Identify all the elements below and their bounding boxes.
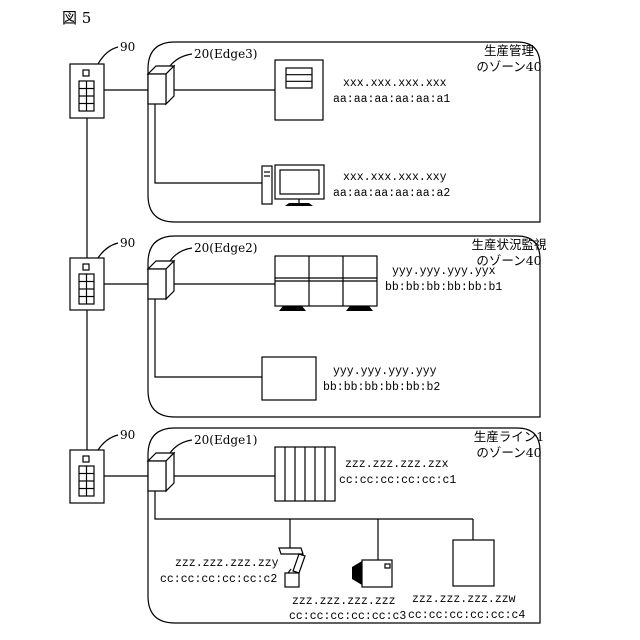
zone-production-management: 生産管理 のゾーン40 90 20(Edge3)	[70, 40, 542, 222]
switch-label: 90	[120, 40, 135, 54]
ip-address: zzz.zzz.zzz.zzx	[345, 458, 449, 471]
edge-device	[148, 261, 174, 299]
zone-production-line-1: 生産ライン1 のゾーン40 90 20(Edge1)	[70, 428, 544, 623]
switch-led	[83, 456, 89, 462]
ip-address: zzz.zzz.zzz.zzy	[175, 557, 279, 570]
switch-device	[70, 450, 104, 503]
switch-label: 90	[120, 428, 135, 442]
mac-address: cc:cc:cc:cc:cc:c2	[160, 573, 277, 586]
label-leader	[170, 248, 192, 261]
switch-device	[70, 64, 104, 118]
zone-name: 生産状況監視	[471, 237, 547, 252]
ip-address: zzz.zzz.zzz.zzz	[292, 595, 396, 608]
edge-device	[148, 453, 174, 491]
ip-address: yyy.yyy.yyy.yyx	[392, 265, 496, 278]
edge-label: 20(Edge2)	[194, 241, 258, 255]
ip-address: yyy.yyy.yyy.yyy	[333, 365, 437, 378]
mac-address: cc:cc:cc:cc:cc:c4	[408, 609, 525, 622]
edge-label: 20(Edge1)	[194, 433, 258, 447]
zone-name: 生産管理	[484, 43, 535, 58]
device-box-icon	[453, 540, 494, 586]
edge-label: 20(Edge3)	[194, 47, 258, 61]
figure-label: 図 5	[62, 9, 91, 27]
mac-address: aa:aa:aa:aa:aa:a1	[333, 93, 450, 106]
desktop-pc-icon	[262, 165, 324, 206]
label-leader	[98, 435, 118, 450]
zone-name-suffix: のゾーン40	[476, 445, 541, 460]
ip-address: xxx.xxx.xxx.xxy	[343, 171, 447, 184]
label-leader	[98, 243, 118, 258]
mac-address: aa:aa:aa:aa:aa:a2	[333, 187, 450, 200]
monitor-wall-icon	[275, 256, 377, 311]
mac-address: cc:cc:cc:cc:cc:c1	[339, 474, 456, 487]
ip-address: xxx.xxx.xxx.xxx	[343, 77, 447, 90]
label-leader	[98, 47, 118, 64]
robot-arm-icon	[279, 548, 305, 587]
label-leader	[170, 440, 192, 453]
mac-address: bb:bb:bb:bb:bb:b2	[323, 381, 440, 394]
mac-address: bb:bb:bb:bb:bb:b1	[385, 281, 502, 294]
edge-device	[148, 66, 174, 104]
zone-production-status-monitoring: 生産状況監視 のゾーン40 90 20(Edge2)	[70, 236, 547, 417]
switch-label: 90	[120, 236, 135, 250]
zone-name: 生産ライン1	[474, 429, 544, 444]
label-leader	[170, 54, 192, 66]
zone-name-suffix: のゾーン40	[476, 59, 541, 74]
ip-address: zzz.zzz.zzz.zzw	[412, 593, 516, 606]
device-box-icon	[262, 357, 316, 400]
camera-icon	[352, 560, 392, 587]
server-icon	[275, 60, 323, 120]
mac-address: cc:cc:cc:cc:cc:c3	[289, 610, 406, 623]
link-line	[155, 299, 262, 377]
link-line	[155, 104, 262, 183]
switch-led	[83, 70, 89, 76]
switch-device	[70, 258, 104, 310]
switch-led	[83, 264, 89, 270]
equipment-rack-icon	[275, 447, 335, 501]
